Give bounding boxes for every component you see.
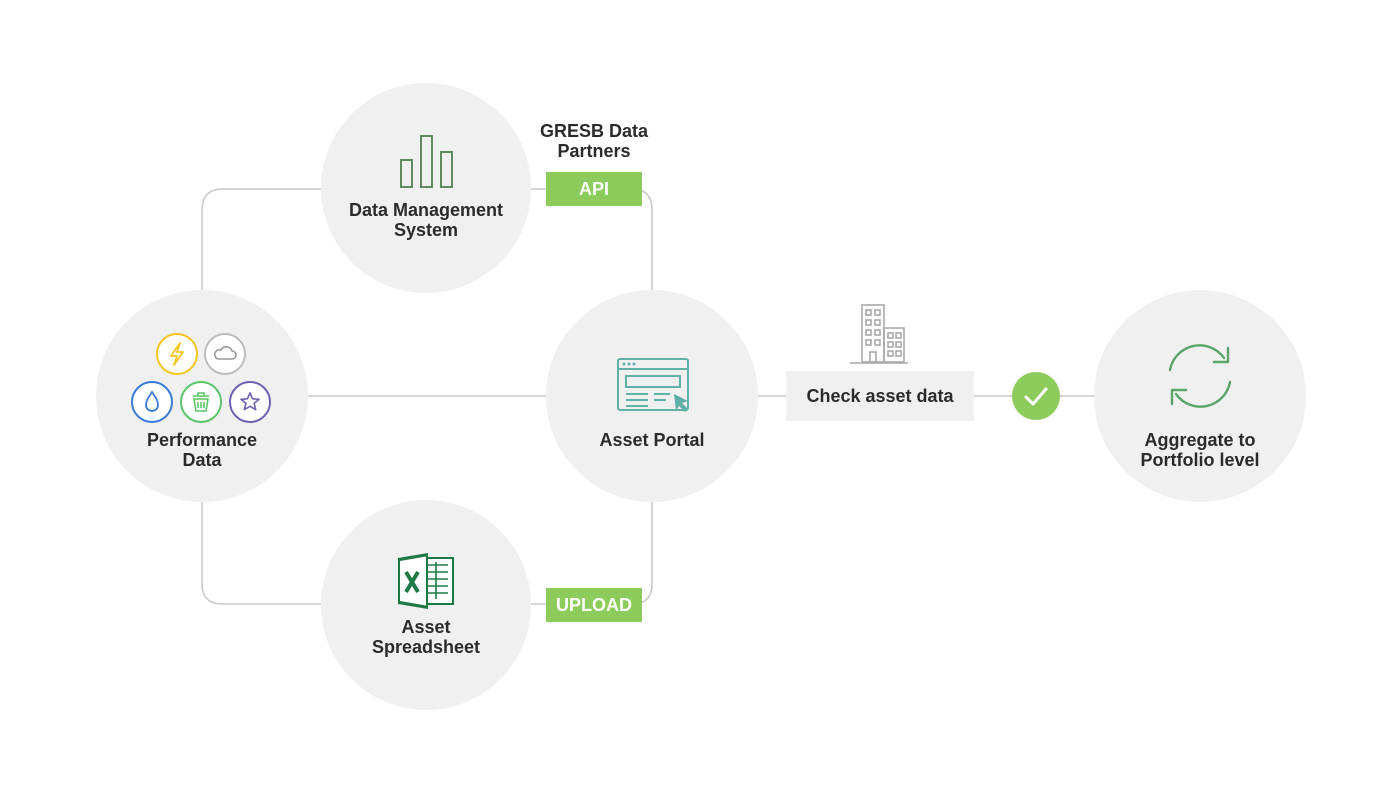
api-tag: API <box>546 172 642 206</box>
cloud-icon <box>204 333 246 375</box>
aggregate-node <box>1094 290 1306 502</box>
bar-chart-icon <box>400 135 453 188</box>
gresb-partners-line2: Partners <box>557 141 631 161</box>
check-icon <box>1012 372 1060 420</box>
waste-icon <box>180 381 222 423</box>
gresb-partners-label: GRESB Data Partners <box>484 121 704 161</box>
energy-icon <box>156 333 198 375</box>
refresh-icon <box>1168 344 1232 408</box>
data-management-label-line1: Data Management <box>348 200 504 220</box>
connector-performance-to-dms <box>201 188 322 292</box>
performance-icons <box>131 333 271 423</box>
performance-data-label: Performance Data <box>92 430 312 470</box>
asset-spreadsheet-label: Asset Spreadsheet <box>316 617 536 657</box>
data-management-label-line2: System <box>393 220 459 240</box>
water-icon <box>131 381 173 423</box>
check-asset-data-box: Check asset data <box>786 371 974 421</box>
web-portal-icon <box>617 358 689 412</box>
performance-data-label-line1: Performance <box>146 430 258 450</box>
building-icon <box>850 304 908 364</box>
asset-spreadsheet-label-line1: Asset <box>401 617 451 637</box>
excel-icon <box>398 553 454 609</box>
star-icon <box>229 381 271 423</box>
aggregate-label-line2: Portfolio level <box>1140 450 1260 470</box>
asset-portal-node <box>546 290 758 502</box>
asset-portal-label: Asset Portal <box>599 430 705 450</box>
gresb-partners-line1: GRESB Data <box>539 121 649 141</box>
aggregate-label: Aggregate to Portfolio level <box>1090 430 1310 470</box>
upload-tag: UPLOAD <box>546 588 642 622</box>
connector-performance-to-spreadsheet <box>201 502 322 605</box>
data-management-label: Data Management System <box>316 200 536 240</box>
asset-spreadsheet-label-line2: Spreadsheet <box>371 637 481 657</box>
aggregate-label-line1: Aggregate to <box>1144 430 1256 450</box>
performance-data-label-line2: Data <box>182 450 222 470</box>
